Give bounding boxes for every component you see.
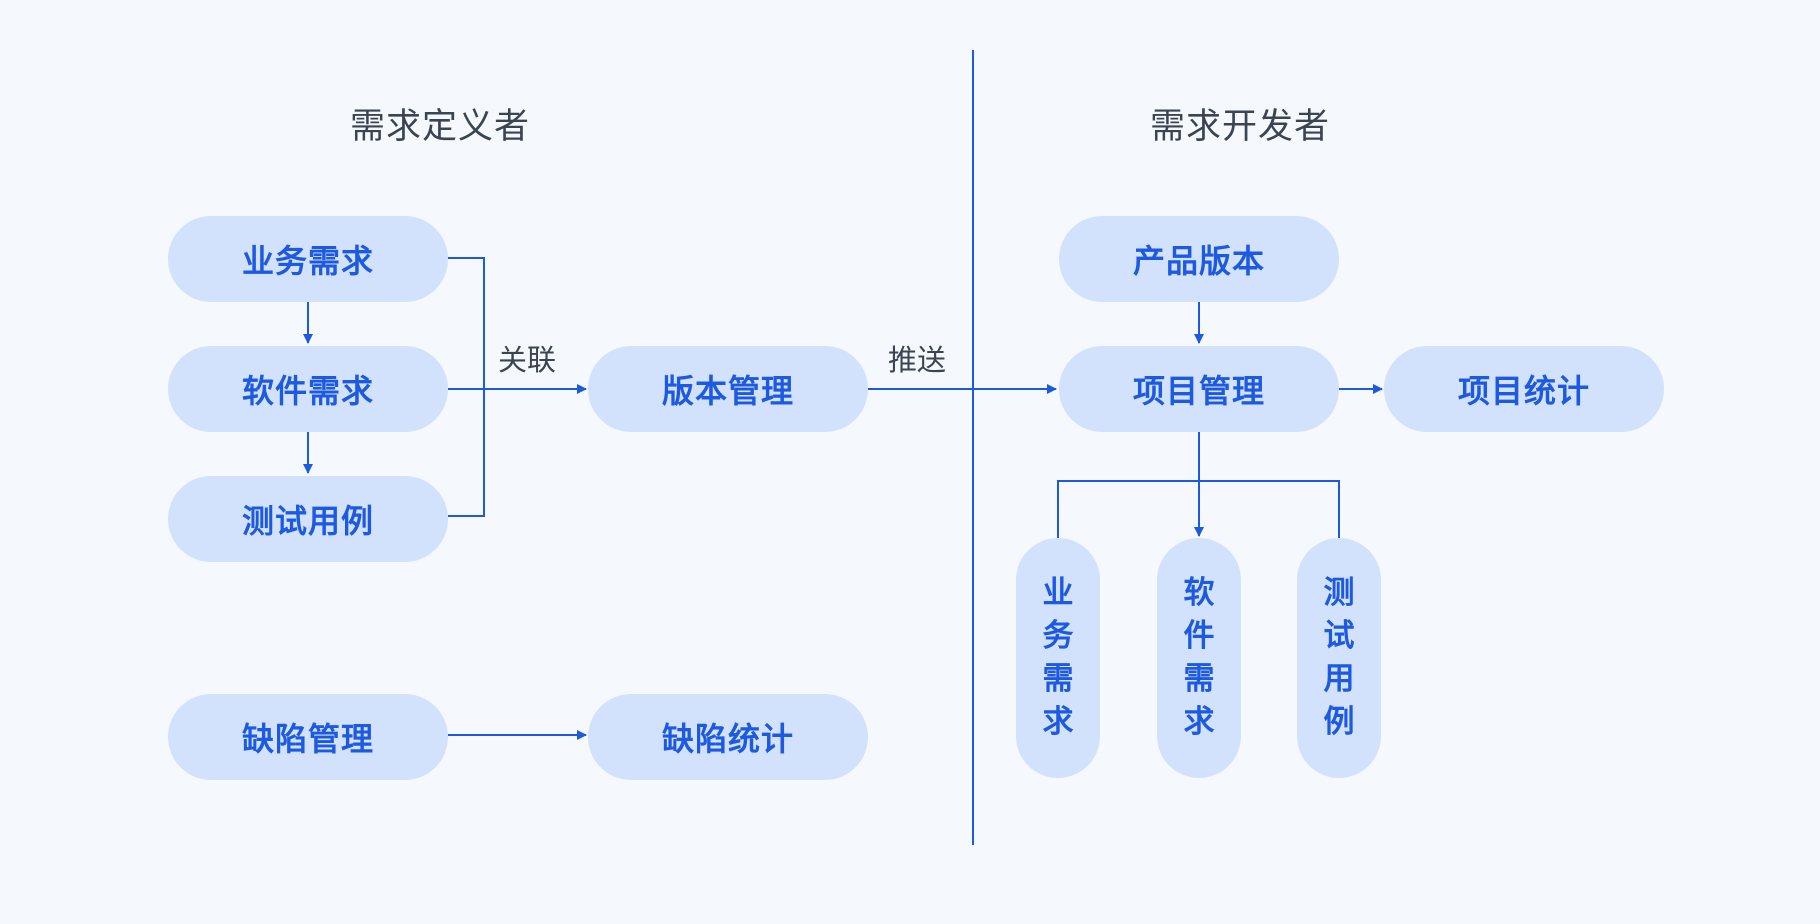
right-section-title: 需求开发者 bbox=[1150, 107, 1331, 147]
node-defect-management[interactable]: 缺陷管理 bbox=[168, 694, 448, 780]
node-product-version[interactable]: 产品版本 bbox=[1059, 216, 1339, 302]
requirements-bracket bbox=[448, 257, 485, 517]
node-child-business-requirements[interactable]: 业务需求 bbox=[1016, 538, 1100, 778]
node-test-cases[interactable]: 测试用例 bbox=[168, 476, 448, 562]
node-version-management[interactable]: 版本管理 bbox=[588, 346, 868, 432]
node-software-requirements[interactable]: 软件需求 bbox=[168, 346, 448, 432]
child-business-requirements-label: 业务需求 bbox=[1042, 575, 1074, 740]
push-label: 推送 bbox=[888, 343, 947, 377]
left-section-title: 需求定义者 bbox=[350, 107, 531, 147]
node-project-management[interactable]: 项目管理 bbox=[1059, 346, 1339, 432]
node-defect-statistics[interactable]: 缺陷统计 bbox=[588, 694, 868, 780]
associate-label: 关联 bbox=[498, 343, 557, 377]
child-software-requirements-label: 软件需求 bbox=[1183, 575, 1215, 740]
node-project-statistics[interactable]: 项目统计 bbox=[1384, 346, 1664, 432]
node-business-requirements[interactable]: 业务需求 bbox=[168, 216, 448, 302]
node-child-software-requirements[interactable]: 软件需求 bbox=[1157, 538, 1241, 778]
node-child-test-cases[interactable]: 测试用例 bbox=[1297, 538, 1381, 778]
child-test-cases-label: 测试用例 bbox=[1323, 575, 1355, 740]
